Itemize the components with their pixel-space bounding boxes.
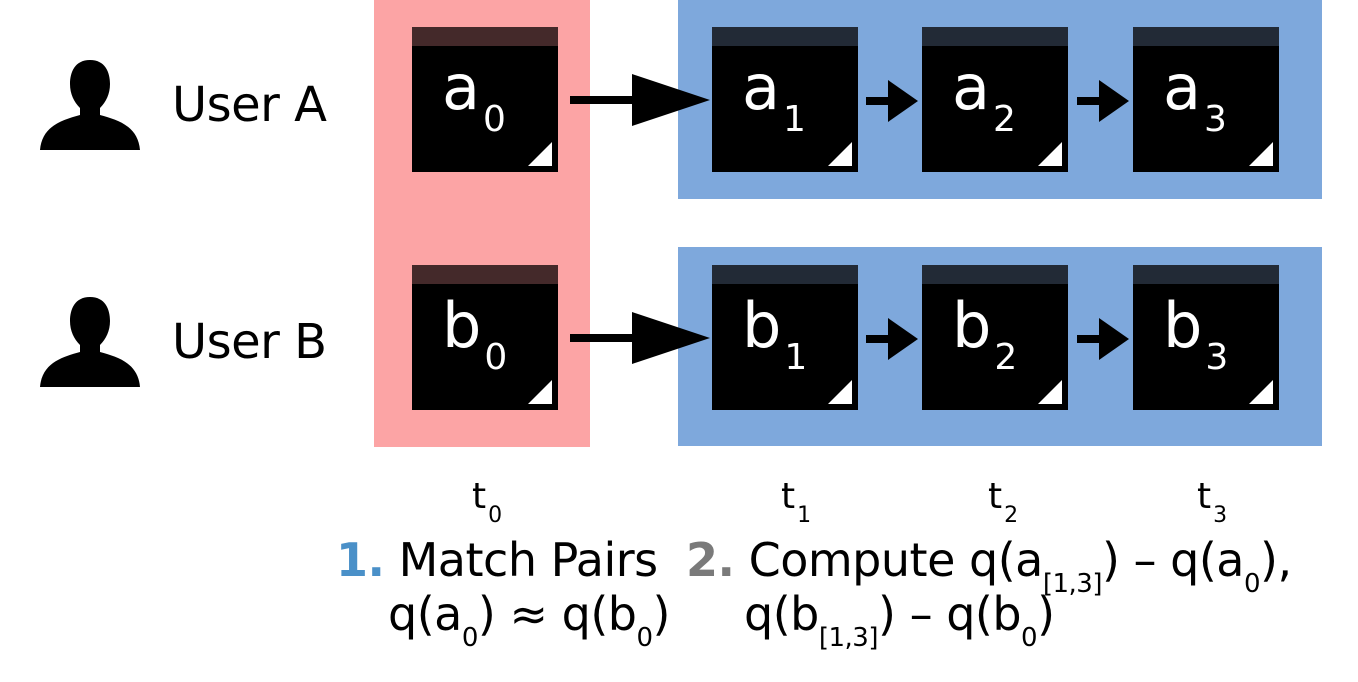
user-b-name: User B [172, 314, 327, 370]
page-fold-icon [1249, 142, 1273, 166]
document-header-bar [1133, 27, 1279, 46]
short-arrow-icon [1077, 318, 1129, 360]
timestep-label-t3: t3 [1197, 476, 1228, 528]
document-a0: a0 [412, 27, 558, 172]
document-a1: a1 [712, 27, 858, 172]
user-a: User A [38, 60, 327, 150]
document-label: b0 [442, 289, 508, 378]
document-label: a3 [1163, 51, 1227, 140]
step-2-compute: 2. Compute q(a[1,3]) – q(a0), q(b[1,3]) … [686, 533, 1292, 654]
long-arrow-icon [570, 74, 710, 126]
timestep-label-t0: t0 [472, 476, 503, 528]
short-arrow-icon [866, 80, 918, 122]
document-header-bar [412, 265, 558, 284]
page-fold-icon [528, 142, 552, 166]
document-label: a2 [952, 51, 1016, 140]
user-silhouette-icon [40, 297, 140, 387]
document-label: a0 [442, 51, 506, 140]
page-fold-icon [1038, 142, 1062, 166]
user-a-name: User A [172, 77, 327, 133]
page-fold-icon [1038, 380, 1062, 404]
short-arrow-icon [1077, 80, 1129, 122]
document-header-bar [922, 27, 1068, 46]
document-label: b3 [1163, 289, 1229, 378]
document-a3: a3 [1133, 27, 1279, 172]
user-b: User B [38, 297, 327, 387]
short-arrow-icon [866, 318, 918, 360]
document-a2: a2 [922, 27, 1068, 172]
document-b1: b1 [712, 265, 858, 410]
document-b3: b3 [1133, 265, 1279, 410]
page-fold-icon [1249, 380, 1273, 404]
page-fold-icon [828, 380, 852, 404]
document-header-bar [712, 265, 858, 284]
document-b0: b0 [412, 265, 558, 410]
timestep-label-t2: t2 [988, 476, 1019, 528]
page-fold-icon [528, 380, 552, 404]
step-2-number: 2. [686, 533, 735, 587]
document-label: b2 [952, 289, 1018, 378]
document-b2: b2 [922, 265, 1068, 410]
document-header-bar [412, 27, 558, 46]
step-1-number: 1. [336, 533, 385, 587]
step-1-match-pairs: 1. Match Pairs q(a0) ≈ q(b0) [336, 533, 670, 654]
document-header-bar [1133, 265, 1279, 284]
document-header-bar [712, 27, 858, 46]
page-fold-icon [828, 142, 852, 166]
step-1-title: Match Pairs [398, 533, 659, 587]
user-silhouette-icon [40, 60, 140, 150]
long-arrow-icon [570, 312, 710, 364]
document-label: a1 [742, 51, 806, 140]
step-2-line-2: q(b[1,3]) – q(b0) [744, 587, 1055, 654]
document-header-bar [922, 265, 1068, 284]
step-1-formula: q(a0) ≈ q(b0) [388, 587, 670, 654]
document-label: b1 [742, 289, 808, 378]
step-2-line-1: 2. Compute q(a[1,3]) – q(a0), [686, 533, 1292, 599]
timestep-label-t1: t1 [781, 476, 812, 528]
